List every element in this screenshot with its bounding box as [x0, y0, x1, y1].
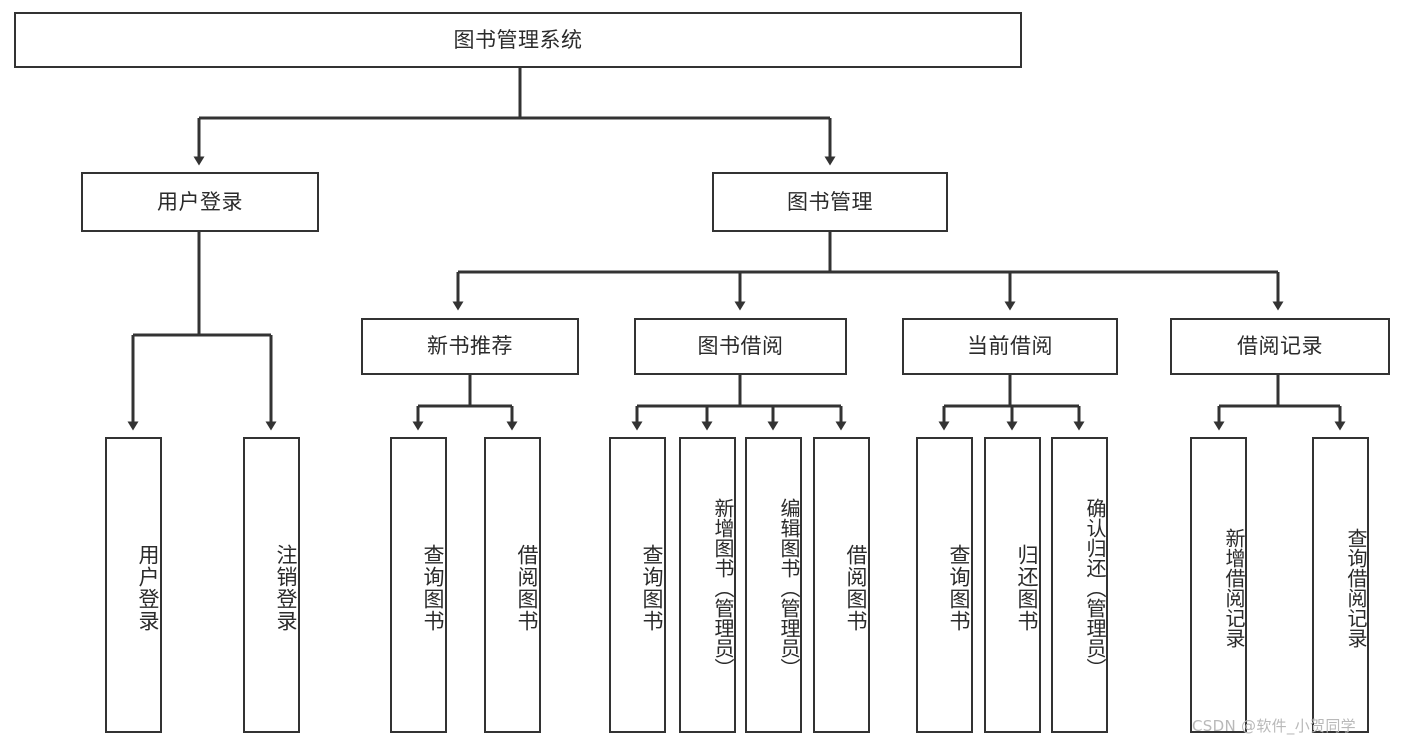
node-leaf-borrow-book-2-label: 借阅图书 — [844, 544, 868, 632]
node-book-borrow-label: 图书借阅 — [697, 334, 784, 359]
node-leaf-logout[interactable]: 注销登录 — [243, 437, 300, 733]
node-leaf-query-book-1[interactable]: 查询图书 — [390, 437, 447, 733]
node-leaf-return-book-label: 归还图书 — [1015, 544, 1039, 632]
node-borrow-record[interactable]: 借阅记录 — [1170, 318, 1390, 375]
node-leaf-borrow-book-1-label: 借阅图书 — [515, 544, 539, 632]
node-leaf-query-book-2[interactable]: 查询图书 — [609, 437, 666, 733]
node-leaf-query-record-label: 查询借阅记录 — [1344, 528, 1368, 648]
node-leaf-confirm-return[interactable]: 确认归还（管理员） — [1051, 437, 1108, 733]
node-leaf-query-book-1-label: 查询图书 — [421, 544, 445, 632]
node-leaf-query-book-3-label: 查询图书 — [947, 544, 971, 632]
node-leaf-logout-label: 注销登录 — [274, 544, 298, 632]
node-book-manage[interactable]: 图书管理 — [712, 172, 948, 232]
node-leaf-query-record[interactable]: 查询借阅记录 — [1312, 437, 1369, 733]
node-leaf-user-login[interactable]: 用户登录 — [105, 437, 162, 733]
node-leaf-confirm-return-label: 确认归还（管理员） — [1083, 498, 1107, 678]
node-user-login[interactable]: 用户登录 — [81, 172, 319, 232]
node-leaf-edit-book[interactable]: 编辑图书（管理员） — [745, 437, 802, 733]
node-user-login-label: 用户登录 — [157, 189, 243, 214]
node-leaf-add-record[interactable]: 新增借阅记录 — [1190, 437, 1247, 733]
node-root-label: 图书管理系统 — [453, 27, 583, 52]
watermark-text: CSDN @软件_小贺同学 — [1192, 717, 1356, 735]
node-leaf-add-record-label: 新增借阅记录 — [1222, 528, 1246, 648]
node-root[interactable]: 图书管理系统 — [14, 12, 1022, 68]
node-leaf-query-book-2-label: 查询图书 — [640, 544, 664, 632]
node-book-manage-label: 图书管理 — [787, 189, 873, 214]
node-leaf-add-book[interactable]: 新增图书（管理员） — [679, 437, 736, 733]
node-leaf-query-book-3[interactable]: 查询图书 — [916, 437, 973, 733]
node-current-borrow[interactable]: 当前借阅 — [902, 318, 1118, 375]
node-borrow-record-label: 借阅记录 — [1237, 334, 1323, 359]
node-leaf-edit-book-label: 编辑图书（管理员） — [777, 498, 801, 678]
node-book-borrow[interactable]: 图书借阅 — [634, 318, 847, 375]
node-leaf-user-login-label: 用户登录 — [136, 544, 160, 632]
node-current-borrow-label: 当前借阅 — [967, 334, 1053, 359]
node-leaf-borrow-book-1[interactable]: 借阅图书 — [484, 437, 541, 733]
node-leaf-return-book[interactable]: 归还图书 — [984, 437, 1041, 733]
node-leaf-add-book-label: 新增图书（管理员） — [711, 498, 735, 678]
node-new-book-rec[interactable]: 新书推荐 — [361, 318, 579, 375]
node-leaf-borrow-book-2[interactable]: 借阅图书 — [813, 437, 870, 733]
node-new-book-rec-label: 新书推荐 — [427, 334, 513, 359]
